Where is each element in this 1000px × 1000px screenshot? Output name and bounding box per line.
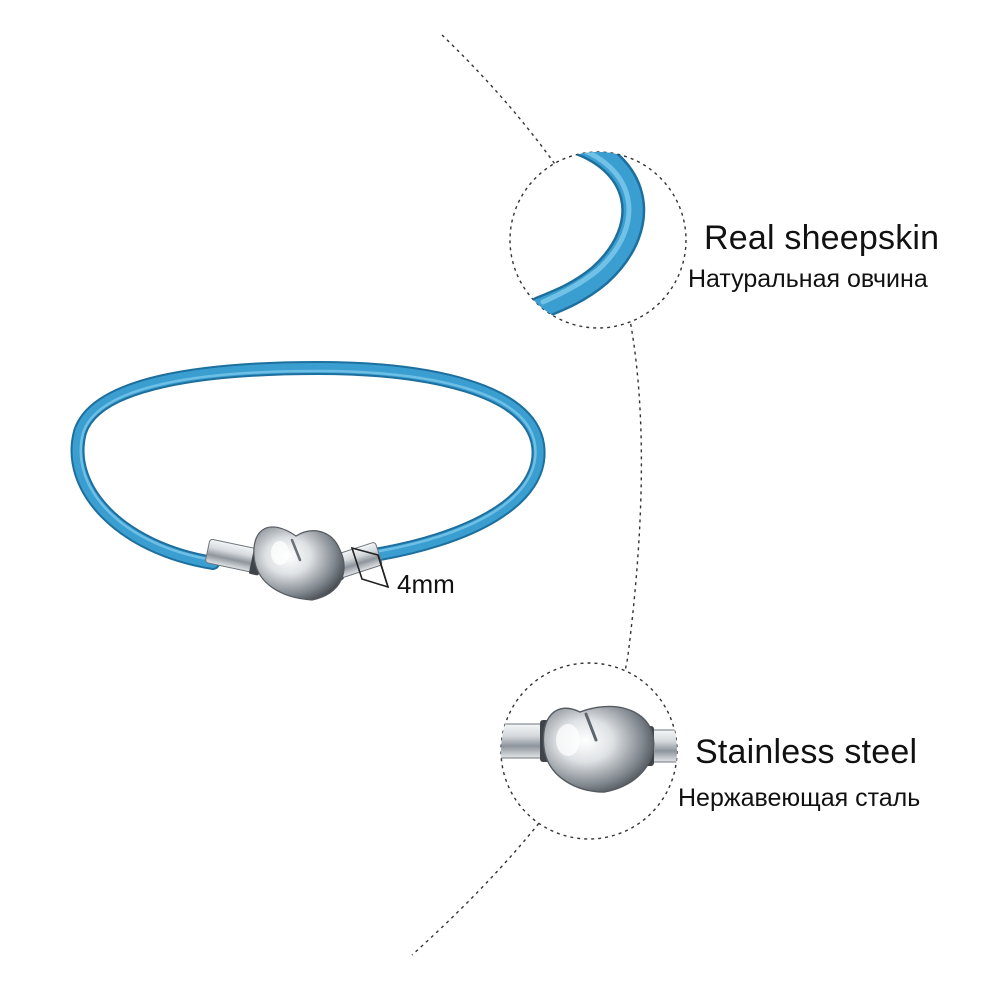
feature-subtitle-leather: Натуральная овчина: [688, 265, 928, 293]
heart-clasp: [253, 526, 345, 601]
dimension-label: 4mm: [397, 569, 455, 599]
feature-title-steel: Stainless steel: [695, 733, 918, 771]
feature-title-leather: Real sheepskin: [704, 219, 940, 257]
feature-subtitle-steel: Нержавеющая сталь: [678, 784, 921, 812]
detail-circle-steel: [500, 662, 678, 840]
bracelet: [70, 360, 546, 601]
dimension-marker: [350, 546, 390, 589]
detail-circle-leather: [509, 151, 687, 329]
